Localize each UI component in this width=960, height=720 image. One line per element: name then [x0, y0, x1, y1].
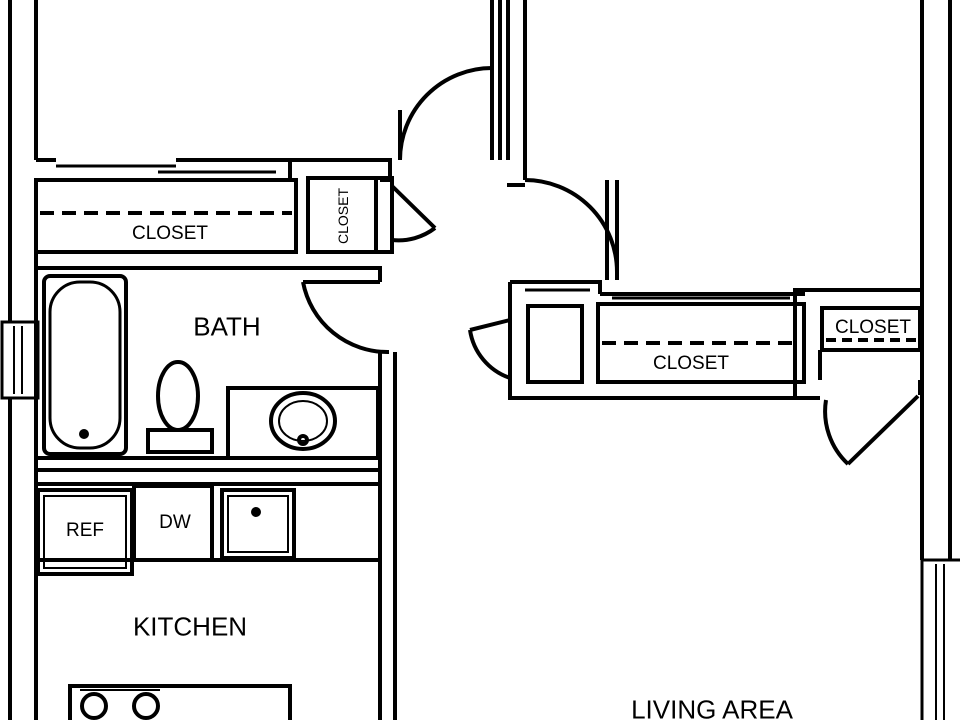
dw-label: DW	[159, 512, 191, 533]
kitchen-label: KITCHEN	[132, 611, 248, 642]
bedroom2-bottom-wall	[508, 280, 920, 400]
middle-closet	[596, 302, 806, 384]
middle-closet-label: CLOSET	[652, 353, 730, 374]
small-closet	[306, 176, 378, 254]
stove	[68, 684, 292, 720]
bedroom1-door	[398, 66, 493, 161]
closet-label: CLOSET	[131, 223, 209, 244]
bathtub	[42, 274, 128, 456]
right-window	[920, 558, 960, 720]
bath-label: BATH	[193, 311, 261, 342]
ref-label: REF	[66, 520, 104, 541]
vanity	[226, 386, 380, 460]
sink	[269, 391, 337, 451]
left-window	[0, 320, 40, 400]
bath-door	[301, 280, 390, 355]
closet-small-2	[526, 304, 584, 384]
right-exterior-wall	[920, 0, 952, 560]
dishwasher	[132, 484, 214, 562]
small-closet-door	[390, 184, 437, 243]
small-closet-label: CLOSET	[335, 187, 351, 245]
right-closet-label: CLOSET	[834, 317, 912, 338]
toilet	[156, 360, 200, 432]
living-area-label: LIVING AREA	[631, 694, 793, 720]
right-closet-door	[823, 394, 920, 466]
left-closet	[34, 178, 298, 254]
closet-door-left	[468, 318, 511, 380]
left-exterior-wall	[8, 0, 38, 720]
kitchen-sink	[220, 488, 296, 560]
bedroom2-door	[507, 178, 619, 273]
